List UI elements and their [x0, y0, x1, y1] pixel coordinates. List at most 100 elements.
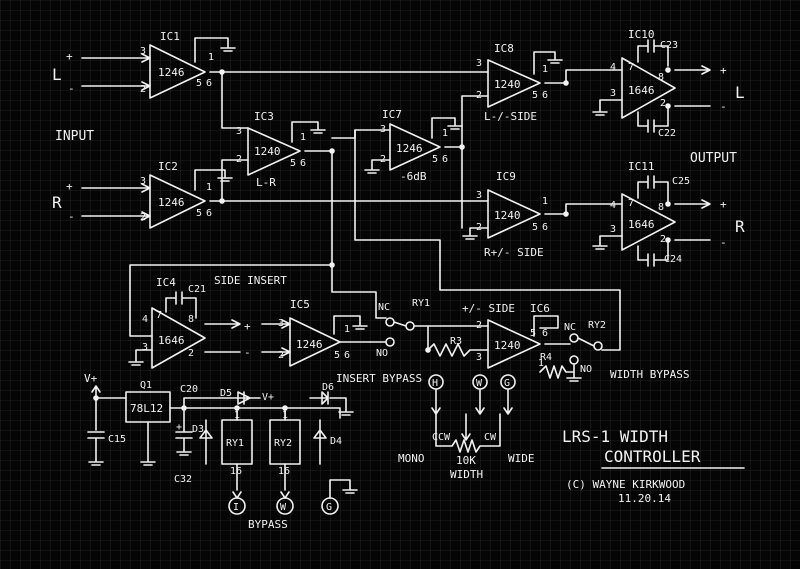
r3-label: R3: [450, 336, 462, 347]
svg-text:4: 4: [142, 314, 148, 325]
ic9-label: IC9: [496, 170, 516, 183]
ic1-amplifier: 1246 IC1 3 2 5 6 1: [140, 30, 236, 99]
c20-label: C20: [180, 384, 198, 395]
svg-text:8: 8: [658, 72, 664, 83]
side-insert-label: SIDE INSERT: [214, 274, 287, 287]
svg-text:6: 6: [344, 350, 350, 361]
svg-text:H: H: [432, 378, 438, 389]
svg-text:NC: NC: [564, 322, 576, 333]
input-label: INPUT: [55, 129, 94, 144]
c25-label: C25: [672, 176, 690, 187]
ic5-amplifier: 1246 IC5 3 2 5 6 1: [261, 298, 371, 367]
svg-text:3: 3: [140, 176, 146, 187]
r-out-plus: +: [720, 198, 727, 211]
svg-text:NO: NO: [376, 348, 388, 359]
l-minus-label: -: [68, 82, 75, 95]
svg-text:CCW: CCW: [432, 432, 451, 443]
q1-label: Q1: [140, 380, 152, 391]
c15-label: C15: [108, 434, 126, 445]
svg-text:16: 16: [278, 466, 290, 477]
svg-text:G: G: [326, 502, 332, 513]
r-output-label: R: [735, 217, 745, 236]
r-input-label: R: [52, 193, 62, 212]
svg-text:4: 4: [610, 200, 616, 211]
ry1-label: RY1: [412, 298, 430, 309]
svg-text:6: 6: [542, 328, 548, 339]
date-label: 11.20.14: [618, 492, 671, 505]
svg-text:1246: 1246: [158, 66, 185, 79]
svg-text:5: 5: [532, 90, 538, 101]
junction-dots: [93, 67, 671, 411]
svg-text:1646: 1646: [628, 84, 655, 97]
svg-text:6: 6: [542, 90, 548, 101]
svg-text:1240: 1240: [254, 145, 281, 158]
svg-text:6: 6: [206, 208, 212, 219]
svg-text:3: 3: [610, 224, 616, 235]
d4-label: D4: [330, 436, 342, 447]
bypass-label: BYPASS: [248, 518, 288, 531]
svg-text:NO: NO: [580, 364, 592, 375]
pot-taps: H W G: [428, 374, 516, 415]
r3-resistor: [427, 343, 489, 357]
svg-text:6: 6: [542, 222, 548, 233]
ic6-amplifier: 1240 +/- SIDE IC6 2 3 5 6 1: [462, 302, 559, 369]
l-out-plus: +: [720, 64, 727, 77]
svg-text:3: 3: [476, 352, 482, 363]
ic8-label: IC8: [494, 42, 514, 55]
wide-label: WIDE: [508, 452, 535, 465]
r4-label: R4: [540, 352, 552, 363]
svg-text:RY2: RY2: [274, 438, 292, 449]
r4-resistor: [539, 365, 575, 379]
svg-text:5: 5: [530, 328, 536, 339]
svg-text:1246: 1246: [396, 142, 423, 155]
ic6-label: IC6: [530, 302, 550, 315]
d3-label: D3: [192, 424, 204, 435]
ic4-out-plus: +: [244, 320, 251, 333]
ry2-relay-switch: NC NO RY2: [564, 320, 606, 382]
mono-label: MONO: [398, 452, 425, 465]
svg-text:10K: 10K: [456, 454, 476, 467]
ic9-amplifier: 1240 IC9 R+/- SIDE 3 2 5 6 1: [462, 170, 548, 259]
r-out-minus: -: [720, 236, 727, 249]
svg-text:6: 6: [442, 154, 448, 165]
c21-label: C21: [188, 284, 206, 295]
svg-text:1: 1: [206, 182, 212, 193]
svg-text:2: 2: [278, 350, 284, 361]
svg-text:1: 1: [538, 358, 544, 369]
ic11-amplifier: 1646 IC11 C25 C24 7 4 3 8 2: [592, 160, 711, 267]
l-plus-label: +: [66, 50, 73, 63]
svg-text:3: 3: [140, 46, 146, 57]
svg-text:6: 6: [300, 158, 306, 169]
svg-text:NC: NC: [378, 302, 390, 313]
ic2-amplifier: 1246 IC2 3 2 5 6 1: [140, 160, 233, 229]
svg-text:1246: 1246: [158, 196, 185, 209]
svg-text:1246: 1246: [296, 338, 323, 351]
d6-label: D6: [322, 382, 334, 393]
signal-wiring: [129, 69, 623, 351]
svg-text:2: 2: [188, 348, 194, 359]
c23-label: C23: [660, 40, 678, 51]
author-label: (C) WAYNE KIRKWOOD: [566, 478, 685, 491]
svg-text:3: 3: [476, 58, 482, 69]
svg-text:7: 7: [628, 198, 634, 209]
svg-text:1646: 1646: [158, 334, 185, 347]
svg-text:G: G: [504, 378, 510, 389]
vplus-label: V+: [84, 372, 98, 385]
svg-text:2: 2: [660, 234, 666, 245]
svg-text:5: 5: [334, 350, 340, 361]
width-bypass-label: WIDTH BYPASS: [610, 368, 689, 381]
pm-side-label: +/- SIDE: [462, 302, 515, 315]
ic3-amplifier: 1240 IC3 L-R 3 2 5 6 1: [236, 110, 326, 189]
c32-label: C32: [174, 474, 192, 485]
r-side-label: R+/- SIDE: [484, 246, 544, 259]
c22-label: C22: [658, 128, 676, 139]
vplus2-label: V+: [262, 392, 274, 403]
ic10-amplifier: 1646 IC10 C23 C22 7 4 3 8 2: [592, 28, 711, 139]
d5-label: D5: [220, 388, 232, 399]
title-line-1: LRS-1 WIDTH: [562, 427, 668, 446]
c24-label: C24: [664, 254, 682, 265]
width-potentiometer: CCW CW 10K MONO WIDE WIDTH: [398, 413, 535, 481]
svg-text:W: W: [476, 378, 483, 389]
svg-text:CW: CW: [484, 432, 497, 443]
